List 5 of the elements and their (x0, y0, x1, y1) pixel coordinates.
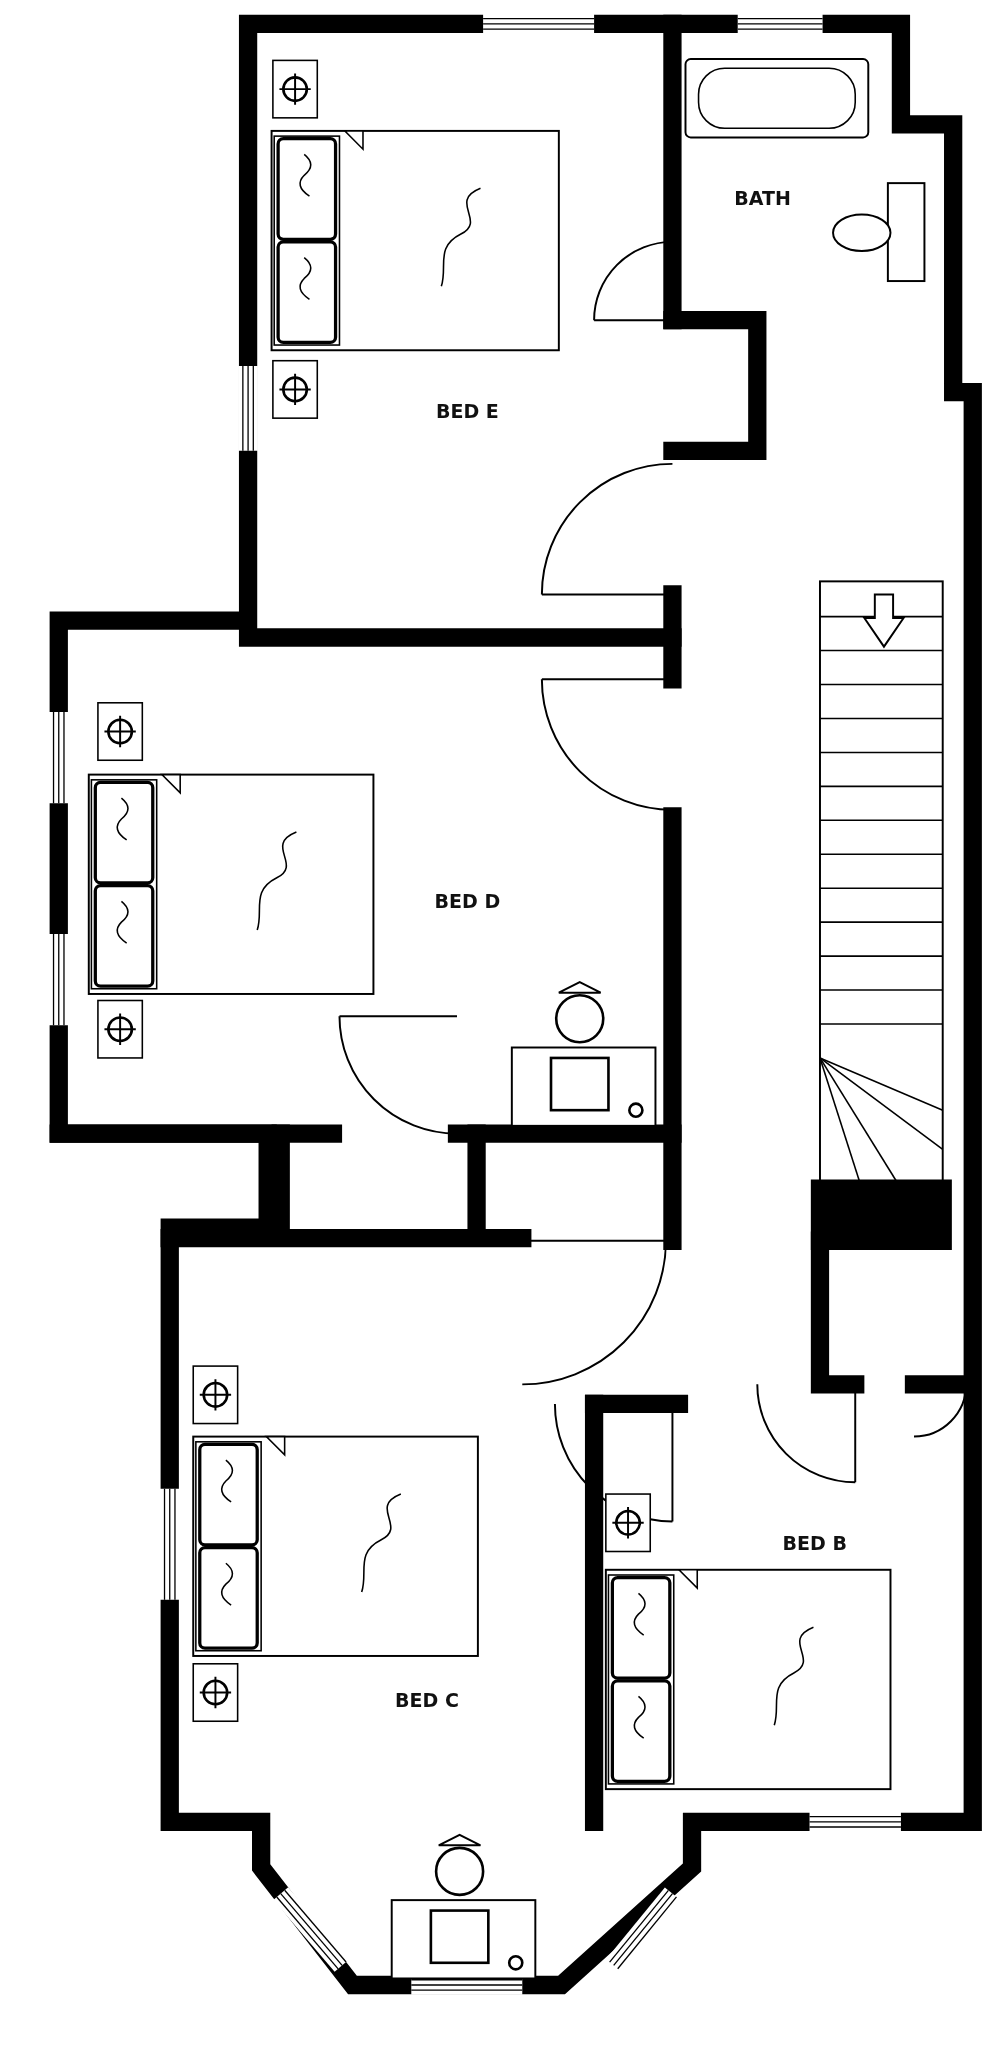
room-label: BED C (395, 1689, 459, 1711)
room-label: BED E (436, 400, 499, 423)
room-label: BED D (434, 889, 501, 912)
room-label: BATH (734, 187, 791, 210)
room-label: BED B (782, 1532, 847, 1555)
